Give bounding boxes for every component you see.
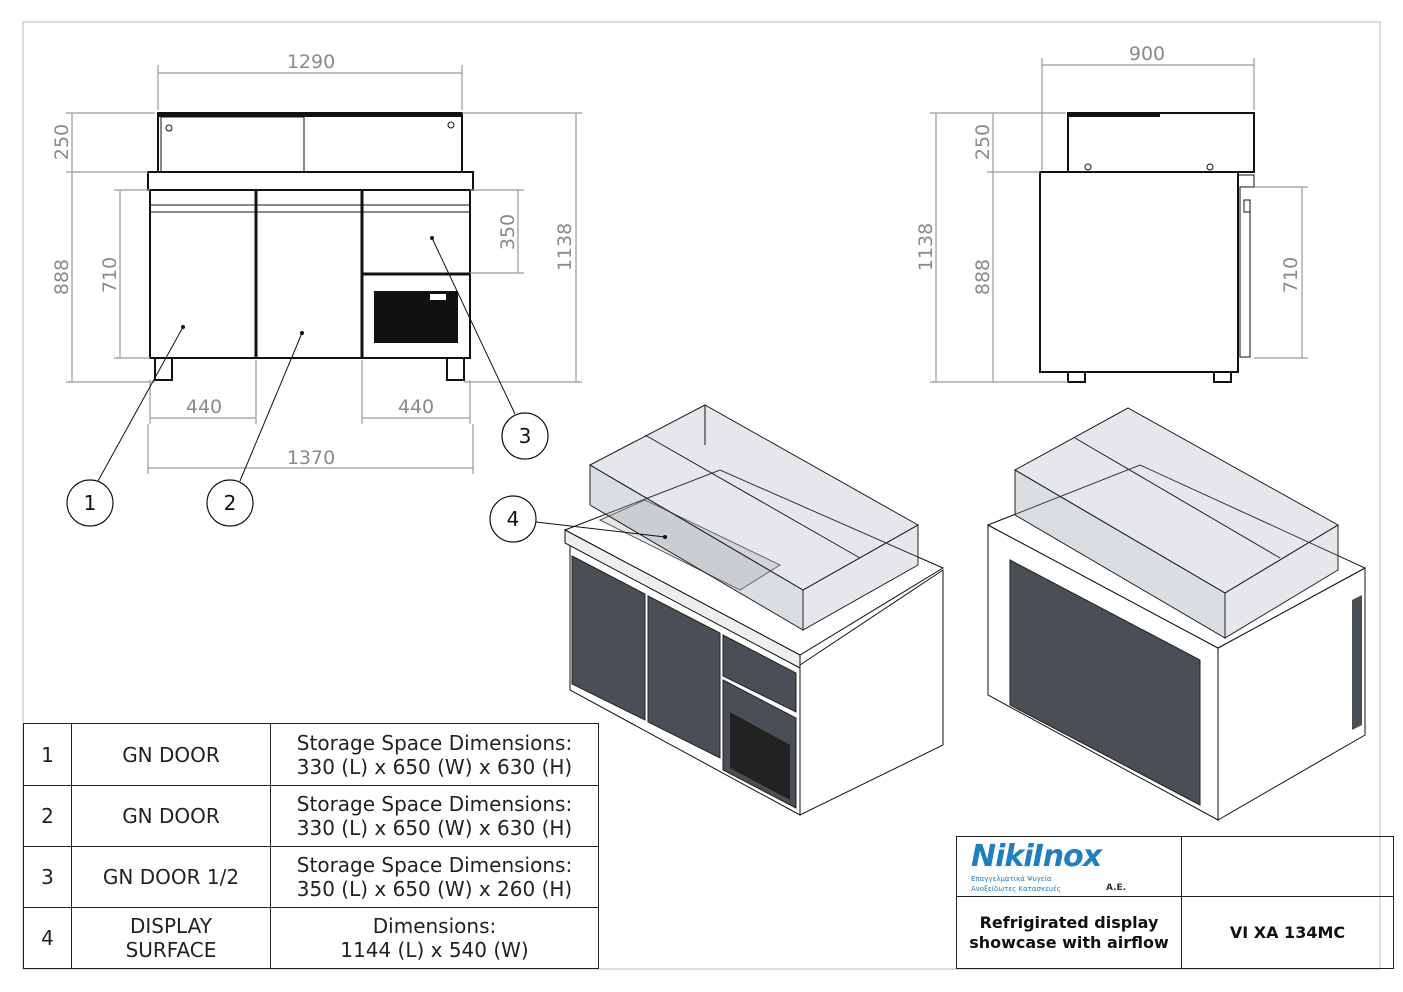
part-description: Storage Space Dimensions:330 (L) x 650 (… [270, 785, 599, 847]
side-dimensions: 900 1138 250 888 710 [915, 43, 1308, 383]
table-row: 4 DISPLAY SURFACE Dimensions:1144 (L) x … [23, 907, 599, 969]
front-view [147, 112, 474, 381]
desc-line: 1144 (L) x 540 (W) [340, 938, 529, 962]
company-logo: NikiInox Επαγγελματικά Ψυγεία Ανοξείδωτε… [956, 836, 1182, 897]
desc-line: 330 (L) x 650 (W) x 630 (H) [296, 816, 573, 840]
logo-suffix: A.E. [1106, 882, 1127, 893]
part-description: Storage Space Dimensions:350 (L) x 650 (… [270, 846, 599, 908]
part-name: GN DOOR 1/2 [71, 846, 271, 908]
callout-2: 2 [224, 491, 237, 515]
part-name: DISPLAY SURFACE [71, 907, 271, 969]
isometric-view-back [986, 407, 1367, 821]
row-number: 4 [23, 907, 72, 969]
parts-table: 1 GN DOOR Storage Space Dimensions:330 (… [23, 723, 599, 969]
dim-1290: 1290 [287, 51, 335, 73]
sheet-border [22, 21, 1381, 970]
logo-subtitle: Επαγγελματικά Ψυγεία Ανοξείδωτες Κατασκε… [971, 874, 1061, 893]
side-dim-250: 250 [972, 124, 994, 160]
table-row: 1 GN DOOR Storage Space Dimensions:330 (… [23, 723, 599, 786]
side-view [1039, 112, 1255, 383]
callout-1: 1 [84, 491, 97, 515]
desc-line: 350 (L) x 650 (W) x 260 (H) [296, 877, 573, 901]
dim-440-drawer: 440 [398, 396, 434, 418]
callout-3: 3 [519, 424, 532, 448]
dim-1138: 1138 [554, 223, 576, 271]
blank-cell [1181, 836, 1394, 897]
part-description: Storage Space Dimensions:330 (L) x 650 (… [270, 723, 599, 786]
table-row: 3 GN DOOR 1/2 Storage Space Dimensions:3… [23, 846, 599, 908]
side-dim-710: 710 [1280, 257, 1302, 293]
desc-line: Storage Space Dimensions: [296, 792, 573, 816]
row-number: 3 [23, 846, 72, 908]
desc-line: 330 (L) x 650 (W) x 630 (H) [296, 754, 573, 779]
drawing-description: Refrigirated display showcase with airfl… [956, 896, 1182, 969]
dim-1370: 1370 [287, 447, 335, 469]
dim-250: 250 [51, 124, 73, 160]
part-name: GN DOOR [71, 723, 271, 786]
desc-line: Storage Space Dimensions: [296, 730, 573, 755]
part-description: Dimensions:1144 (L) x 540 (W) [270, 907, 599, 969]
row-number: 2 [23, 785, 72, 847]
isometric-view-front [563, 404, 945, 816]
desc-line: Dimensions: [372, 914, 497, 938]
dim-440-door: 440 [186, 396, 222, 418]
table-row: 2 GN DOOR Storage Space Dimensions:330 (… [23, 785, 599, 847]
dim-350: 350 [497, 214, 519, 250]
dim-710: 710 [99, 257, 121, 293]
logo-text: NikiInox [971, 838, 1102, 874]
callouts: 1 2 3 4 [66, 236, 667, 543]
side-dim-888: 888 [972, 259, 994, 295]
side-dim-900: 900 [1129, 43, 1165, 65]
desc-line: Storage Space Dimensions: [296, 853, 573, 877]
side-dim-1138: 1138 [915, 223, 937, 271]
model-number: VI XA 134MC [1181, 896, 1394, 969]
front-dimensions: 1290 250 888 710 350 1138 440 440 1370 [51, 51, 582, 474]
part-name: GN DOOR [71, 785, 271, 847]
title-block: NikiInox Επαγγελματικά Ψυγεία Ανοξείδωτε… [956, 836, 1394, 969]
row-number: 1 [23, 723, 72, 786]
callout-4: 4 [507, 507, 520, 531]
part-name-text: DISPLAY SURFACE [125, 914, 217, 962]
dim-888: 888 [51, 259, 73, 295]
